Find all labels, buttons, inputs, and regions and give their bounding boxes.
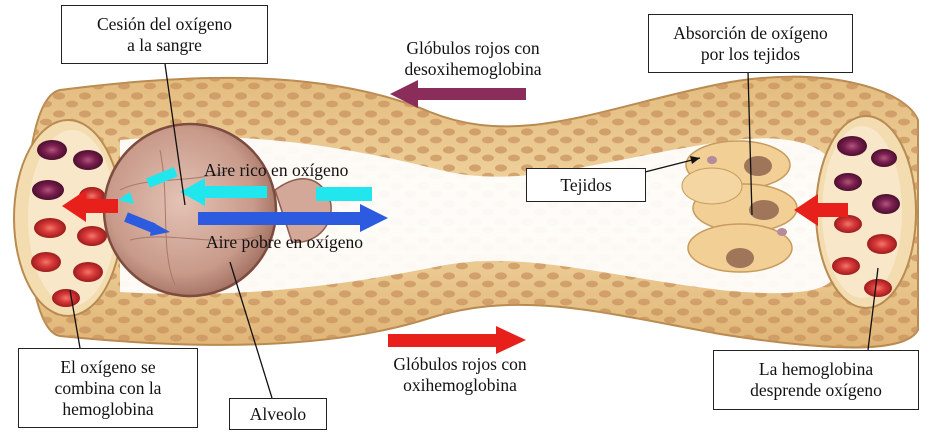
cesion-line-2: a la sangre: [62, 35, 267, 56]
absorcion-oxigeno-label: Absorción de oxígeno por los tejidos: [648, 14, 853, 73]
alveolo-text: Alveolo: [230, 404, 326, 425]
cesion-line-1: Cesión del oxígeno: [62, 14, 267, 35]
aire-pobre-label: Aire pobre en oxígeno: [206, 232, 426, 253]
combina-line-1: El oxígeno se: [19, 357, 197, 378]
oxi-line-2: oxihemoglobina: [355, 375, 565, 396]
alveolo-label: Alveolo: [229, 398, 327, 430]
desoxi-line-1: Glóbulos rojos con: [368, 38, 578, 59]
oxihemoglobina-flow-arrow: [388, 326, 526, 354]
aire-pobre-text: Aire pobre en oxígeno: [206, 232, 426, 253]
aire-rico-text: Aire rico en oxígeno: [204, 160, 414, 181]
cesion-oxigeno-label: Cesión del oxígeno a la sangre: [61, 5, 268, 64]
absorcion-line-2: por los tejidos: [649, 44, 852, 65]
desoxihemoglobina-label: Glóbulos rojos con desoxihemoglobina: [368, 38, 578, 80]
tejidos-text: Tejidos: [527, 175, 645, 196]
desprende-line-2: desprende oxígeno: [714, 380, 918, 401]
tejidos-label: Tejidos: [526, 168, 646, 202]
absorcion-line-1: Absorción de oxígeno: [649, 23, 852, 44]
combina-line-3: hemoglobina: [19, 399, 197, 420]
aire-rico-label: Aire rico en oxígeno: [204, 160, 414, 181]
oxigeno-combina-label: El oxígeno se combina con la hemoglobina: [18, 348, 198, 428]
desoxi-line-2: desoxihemoglobina: [368, 59, 578, 80]
combina-line-2: combina con la: [19, 378, 197, 399]
desprende-line-1: La hemoglobina: [714, 359, 918, 380]
oxi-line-1: Glóbulos rojos con: [355, 354, 565, 375]
hemoglobina-desprende-label: La hemoglobina desprende oxígeno: [713, 350, 919, 410]
oxihemoglobina-label: Glóbulos rojos con oxihemoglobina: [355, 354, 565, 396]
tissue-cells: [682, 141, 797, 272]
desoxihemoglobina-flow-arrow: [390, 80, 526, 108]
